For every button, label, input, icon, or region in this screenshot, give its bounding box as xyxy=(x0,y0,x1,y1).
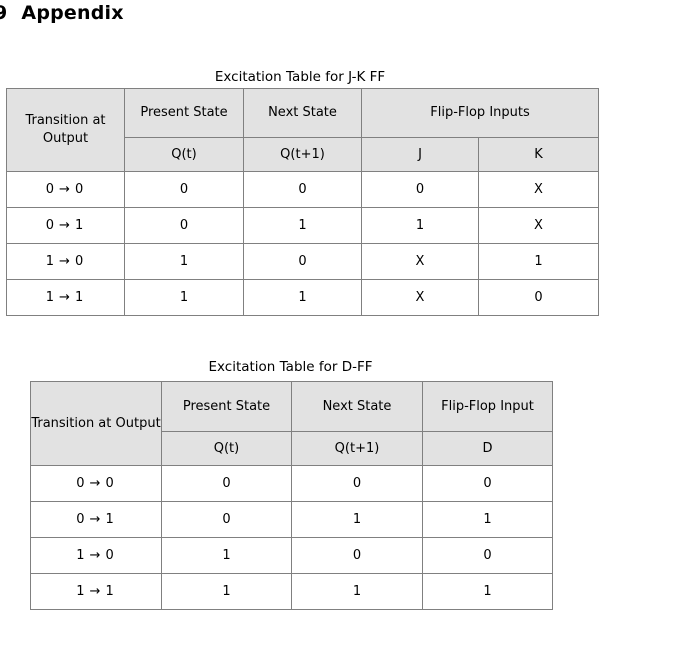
page-title-number: 9 xyxy=(0,2,8,24)
transition-from: 0 xyxy=(45,181,57,197)
transition-to: 1 xyxy=(105,583,116,599)
cell-transition: 0→0 xyxy=(30,465,162,502)
table-row: 1→1 1 1 X 0 xyxy=(6,279,600,316)
cell-present-state: 1 xyxy=(161,537,292,574)
transition-to: 1 xyxy=(105,511,116,527)
cell-present-state: 0 xyxy=(161,501,292,538)
cell-transition: 1→1 xyxy=(30,573,162,610)
cell-present-state: 0 xyxy=(124,171,244,208)
col-subheader-qt1: Q(t+1) xyxy=(291,431,423,466)
cell-d: 0 xyxy=(422,465,553,502)
cell-present-state: 1 xyxy=(124,279,244,316)
table-row: 1→0 1 0 X 1 xyxy=(6,243,600,280)
transition-from: 0 xyxy=(76,511,87,527)
transition-to: 0 xyxy=(74,181,86,197)
transition-from: 1 xyxy=(45,253,57,269)
col-header-next-state: Next State xyxy=(291,381,423,432)
table-caption-d: Excitation Table for D-FF xyxy=(208,359,373,375)
cell-next-state: 1 xyxy=(243,207,362,244)
cell-transition: 0→1 xyxy=(6,207,125,244)
cell-j: X xyxy=(361,243,479,280)
cell-transition: 1→0 xyxy=(6,243,125,280)
cell-transition: 0→1 xyxy=(30,501,162,538)
cell-present-state: 0 xyxy=(161,465,292,502)
transition-from: 0 xyxy=(45,217,57,233)
cell-k: 1 xyxy=(477,243,600,280)
table-caption-jk: Excitation Table for J-K FF xyxy=(214,69,386,85)
cell-present-state: 0 xyxy=(124,207,244,244)
cell-next-state: 0 xyxy=(291,465,423,502)
table-subheader-row: Q(t) Q(t+1) D xyxy=(31,431,553,466)
excitation-table-jk: Transition at Output Present State Next … xyxy=(6,88,600,316)
transition-to: 1 xyxy=(74,289,86,305)
arrow-right-icon: → xyxy=(59,253,72,269)
table-row: 0→0 0 0 0 X xyxy=(6,171,600,208)
transition-to: 0 xyxy=(105,475,116,491)
cell-present-state: 1 xyxy=(161,573,292,610)
transition-to: 1 xyxy=(74,217,86,233)
arrow-right-icon: → xyxy=(59,217,72,233)
col-subheader-j: J xyxy=(361,137,479,172)
arrow-right-icon: → xyxy=(89,547,103,563)
col-header-present-state: Present State xyxy=(161,381,292,432)
cell-next-state: 0 xyxy=(243,171,362,208)
cell-next-state: 1 xyxy=(291,501,423,538)
transition-to: 0 xyxy=(74,253,86,269)
excitation-table-d: Transition at Output Present State Next … xyxy=(30,381,553,610)
table-row: 1→1 1 1 1 xyxy=(30,573,553,610)
cell-d: 1 xyxy=(422,501,553,538)
cell-j: X xyxy=(361,279,479,316)
table-row: 1→0 1 0 0 xyxy=(30,537,553,574)
arrow-right-icon: → xyxy=(89,475,103,491)
cell-present-state: 1 xyxy=(124,243,244,280)
col-header-flip-flop-input: Flip-Flop Input xyxy=(422,381,553,432)
cell-k: X xyxy=(477,171,600,208)
col-header-transition-at-output: Transition at Output xyxy=(6,88,125,172)
col-subheader-d: D xyxy=(422,431,553,466)
transition-from: 1 xyxy=(76,547,87,563)
cell-k: X xyxy=(477,207,600,244)
cell-transition: 0→0 xyxy=(6,171,125,208)
transition-from: 0 xyxy=(76,475,87,491)
cell-next-state: 0 xyxy=(243,243,362,280)
arrow-right-icon: → xyxy=(59,289,72,305)
transition-to: 0 xyxy=(105,547,116,563)
transition-from: 1 xyxy=(76,583,87,599)
cell-next-state: 1 xyxy=(243,279,362,316)
arrow-right-icon: → xyxy=(89,511,103,527)
page-title: 9 Appendix xyxy=(0,2,124,24)
col-header-next-state: Next State xyxy=(243,88,362,138)
col-subheader-qt: Q(t) xyxy=(124,137,244,172)
col-header-transition-at-output: Transition at Output xyxy=(30,381,162,466)
col-header-present-state: Present State xyxy=(124,88,244,138)
table-subheader-row: Q(t) Q(t+1) J K xyxy=(7,137,600,172)
cell-d: 1 xyxy=(422,573,553,610)
cell-next-state: 1 xyxy=(291,573,423,610)
table-row: 0→1 0 1 1 X xyxy=(6,207,600,244)
col-header-flip-flop-inputs: Flip-Flop Inputs xyxy=(360,88,600,138)
arrow-right-icon: → xyxy=(59,181,72,197)
table-row: 0→1 0 1 1 xyxy=(30,501,553,538)
page-title-text: Appendix xyxy=(21,2,124,24)
col-subheader-qt: Q(t) xyxy=(161,431,292,466)
table-header-row: Transition at Output Present State Next … xyxy=(6,88,600,172)
table-header-row: Transition at Output Present State Next … xyxy=(30,381,553,466)
table-row: 0→0 0 0 0 xyxy=(30,465,553,502)
cell-k: 0 xyxy=(477,279,600,316)
transition-from: 1 xyxy=(45,289,57,305)
arrow-right-icon: → xyxy=(89,583,103,599)
col-subheader-qt1: Q(t+1) xyxy=(243,137,362,172)
cell-j: 0 xyxy=(361,171,479,208)
cell-d: 0 xyxy=(422,537,553,574)
cell-next-state: 0 xyxy=(291,537,423,574)
col-subheader-k: K xyxy=(477,137,600,172)
cell-transition: 1→1 xyxy=(6,279,125,316)
cell-j: 1 xyxy=(361,207,479,244)
cell-transition: 1→0 xyxy=(30,537,162,574)
